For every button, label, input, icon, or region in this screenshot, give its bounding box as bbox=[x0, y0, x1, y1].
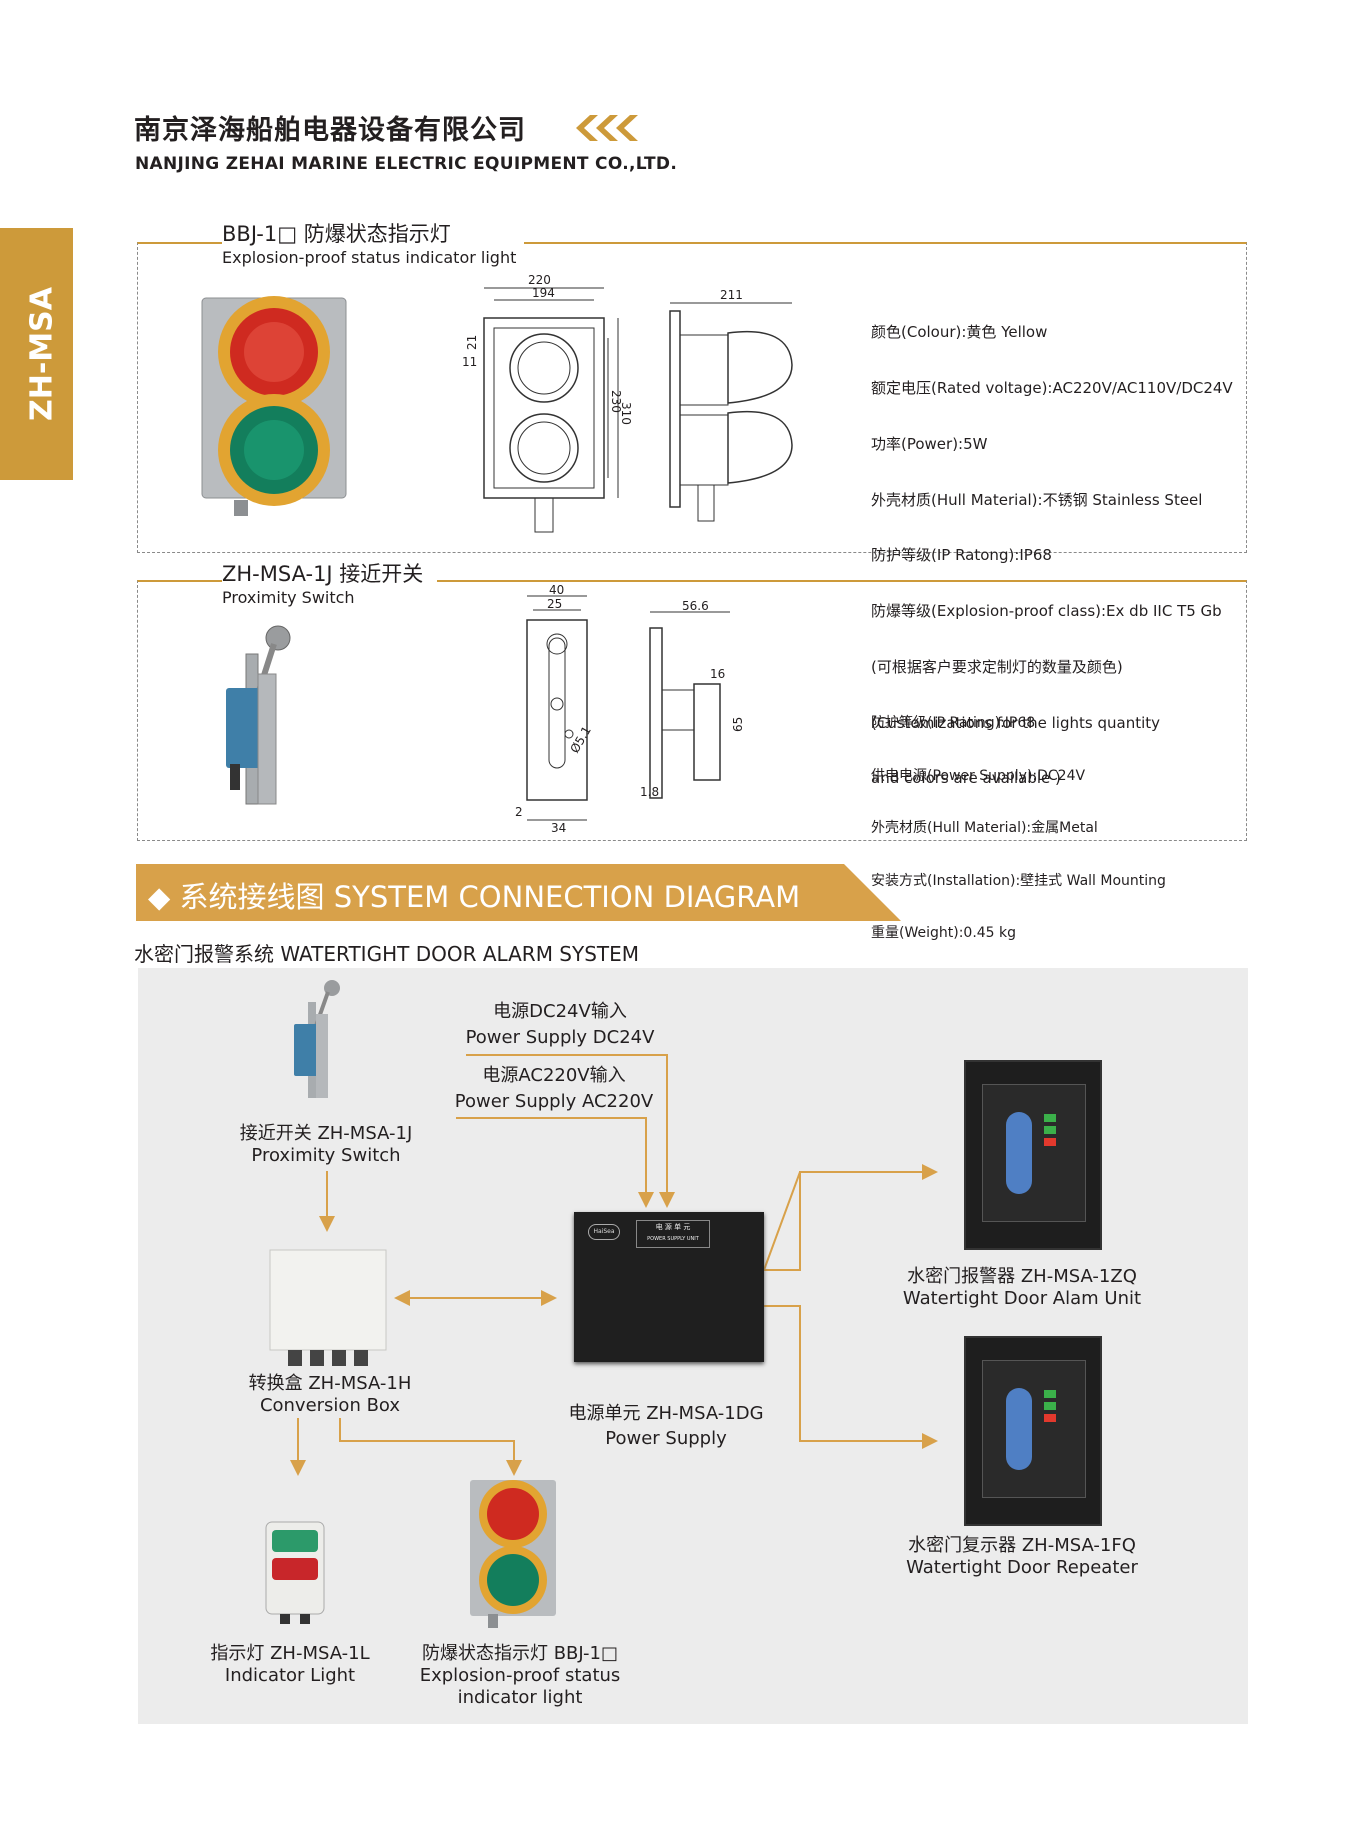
spec-line: 外壳材质(Hull Material):不锈钢 Stainless Steel bbox=[871, 490, 1203, 509]
power-ac-cn: 电源AC220V输入 bbox=[482, 1065, 626, 1086]
product-title-cn: ZH-MSA-1J 接近开关 bbox=[222, 558, 430, 588]
spec-line: 功率(Power):5W bbox=[871, 434, 988, 453]
repeater-image bbox=[964, 1336, 1102, 1526]
dim-11: 11 bbox=[462, 355, 477, 369]
spec-list-proximity-switch: 防护等级(IP Rating):IP68 供电电源(Power Supply):… bbox=[871, 680, 1166, 960]
dim-566: 56.6 bbox=[682, 600, 709, 613]
indicator-light-image bbox=[265, 1521, 325, 1624]
proximity-switch-photo bbox=[226, 625, 291, 805]
company-name-cn: 南京泽海船舶电器设备有限公司 bbox=[134, 115, 526, 146]
side-tab-title: ZH-MSA bbox=[24, 287, 60, 421]
dim-2: 2 bbox=[515, 805, 523, 819]
spec-line: (Customizations for the lights quantity bbox=[871, 713, 1161, 732]
conversion-en: Conversion Box bbox=[259, 1395, 401, 1416]
spec-line: 防护等级(IP Rating):IP68 bbox=[871, 715, 1036, 731]
spec-line: and colors are available ) bbox=[871, 769, 1061, 788]
product-title-en: Proximity Switch bbox=[222, 588, 355, 607]
indicator-side-drawing: 211 bbox=[669, 288, 793, 522]
spec-line: 防护等级(IP Ratong):IP68 bbox=[871, 546, 1052, 565]
dim-51: Ø5.1 bbox=[567, 724, 593, 756]
conversion-box-label: 转换盒 ZH-MSA-1H Conversion Box bbox=[230, 1373, 430, 1417]
dim-40: 40 bbox=[549, 584, 564, 597]
side-tab-subtitle-en: WATERTIGHT DOOR ALARM SYSTEM bbox=[29, 573, 37, 699]
section-banner: ◆ 系统接线图 SYSTEM CONNECTION DIAGRAM bbox=[136, 864, 901, 921]
conversion-box-image bbox=[269, 1249, 387, 1366]
exlight-en-2: indicator light bbox=[457, 1687, 583, 1708]
power-dc-label: 电源DC24V输入 Power Supply DC24V bbox=[460, 1001, 660, 1049]
proximity-switch-label: 接近开关 ZH-MSA-1J Proximity Switch bbox=[226, 1123, 426, 1167]
exlight-cn: 防爆状态指示灯 BBJ-1□ bbox=[421, 1643, 619, 1664]
product-title-cn: BBJ-1□ 防爆状态指示灯 bbox=[222, 218, 517, 248]
power-dc-en: Power Supply DC24V bbox=[465, 1027, 655, 1048]
dim-211: 211 bbox=[720, 288, 743, 302]
section-subtitle: 水密门报警系统 WATERTIGHT DOOR ALARM SYSTEM bbox=[134, 942, 640, 966]
spec-line: (可根据客户要求定制灯的数量及颜色) bbox=[871, 657, 1123, 676]
chevron-left-icon bbox=[576, 115, 638, 141]
side-tab: ZH-MSA 水密门报警系统 WATERTIGHT DOOR ALARM SYS… bbox=[0, 228, 73, 699]
side-tab-subtitle-cn: 水密门报警系统 bbox=[11, 590, 27, 682]
alarm-unit-image bbox=[964, 1060, 1102, 1250]
indicator-front-drawing: 220 194 21 11 310 230 bbox=[462, 273, 633, 533]
power-ac-label: 电源AC220V输入 Power Supply AC220V bbox=[454, 1065, 654, 1113]
dim-21: 21 bbox=[465, 335, 479, 350]
dim-194: 194 bbox=[532, 286, 555, 300]
indicator-cn: 指示灯 ZH-MSA-1L bbox=[210, 1643, 370, 1664]
explosion-proof-light-label: 防爆状态指示灯 BBJ-1□ Explosion-proof status in… bbox=[410, 1643, 630, 1709]
psu-cn: 电源单元 ZH-MSA-1DG bbox=[568, 1403, 764, 1424]
psu-nameplate-en: POWER SUPPLY UNIT bbox=[647, 1236, 699, 1242]
spec-line: 防爆等级(Explosion-proof class):Ex db IIC T5… bbox=[871, 602, 1222, 621]
company-name-en: NANJING ZEHAI MARINE ELECTRIC EQUIPMENT … bbox=[135, 154, 678, 174]
repeater-label: 水密门复示器 ZH-MSA-1FQ Watertight Door Repeat… bbox=[882, 1535, 1162, 1579]
repeater-cn: 水密门复示器 ZH-MSA-1FQ bbox=[908, 1535, 1136, 1556]
psu-en: Power Supply bbox=[605, 1428, 727, 1449]
dim-230: 230 bbox=[609, 390, 623, 413]
psu-nameplate-cn: 电 源 单 元 bbox=[655, 1223, 691, 1231]
product-title-en: Explosion-proof status indicator light bbox=[222, 248, 517, 267]
spec-line: 供电电源(Power Supply):DC24V bbox=[871, 767, 1086, 784]
explosion-proof-light-image bbox=[470, 1480, 556, 1628]
conversion-cn: 转换盒 ZH-MSA-1H bbox=[248, 1373, 412, 1394]
proximity-en: Proximity Switch bbox=[251, 1145, 401, 1166]
alarm-unit-label: 水密门报警器 ZH-MSA-1ZQ Watertight Door Alam U… bbox=[882, 1266, 1162, 1310]
spec-line: 颜色(Colour):黄色 Yellow bbox=[871, 323, 1048, 342]
repeater-en: Watertight Door Repeater bbox=[906, 1557, 1138, 1578]
dim-65: 65 bbox=[731, 717, 745, 732]
product-box-proximity-switch bbox=[137, 580, 1247, 841]
power-dc-cn: 电源DC24V输入 bbox=[493, 1001, 627, 1022]
alarm-cn: 水密门报警器 ZH-MSA-1ZQ bbox=[907, 1266, 1137, 1287]
spec-line: 安装方式(Installation):壁挂式 Wall Mounting bbox=[871, 872, 1166, 889]
dim-220: 220 bbox=[528, 273, 551, 287]
proximity-side-drawing: 56.6 16 65 1.8 bbox=[640, 600, 745, 799]
power-supply-unit-image: HaiSea 电 源 单 元 POWER SUPPLY UNIT bbox=[574, 1212, 764, 1362]
spec-line: 外壳材质(Hull Material):金属Metal bbox=[871, 820, 1098, 836]
alarm-en: Watertight Door Alam Unit bbox=[902, 1288, 1142, 1309]
dim-18: 1.8 bbox=[640, 785, 659, 799]
product-title-block: ZH-MSA-1J 接近开关 Proximity Switch bbox=[222, 558, 438, 607]
dim-34: 34 bbox=[551, 821, 566, 834]
spec-line: 额定电压(Rated voltage):AC220V/AC110V/DC24V bbox=[871, 378, 1233, 397]
proximity-switch-image bbox=[294, 980, 340, 1098]
dim-16: 16 bbox=[710, 667, 725, 681]
dim-310: 310 bbox=[619, 402, 633, 425]
product-box-indicator-light bbox=[137, 242, 1247, 553]
explosion-proof-light-photo bbox=[201, 296, 347, 516]
proximity-front-drawing: 40 25 Ø5.1 2 34 bbox=[515, 584, 594, 834]
spec-list-indicator-light: 颜色(Colour):黄色 Yellow 额定电压(Rated voltage)… bbox=[871, 286, 1233, 807]
indicator-en: Indicator Light bbox=[224, 1665, 356, 1686]
dim-25: 25 bbox=[547, 597, 562, 611]
power-supply-label: 电源单元 ZH-MSA-1DG Power Supply bbox=[566, 1403, 766, 1450]
product-title-block: BBJ-1□ 防爆状态指示灯 Explosion-proof status in… bbox=[222, 218, 525, 267]
section-banner-title: ◆ 系统接线图 SYSTEM CONNECTION DIAGRAM bbox=[148, 880, 801, 914]
exlight-en-1: Explosion-proof status bbox=[419, 1665, 621, 1686]
spec-line: 重量(Weight):0.45 kg bbox=[871, 925, 1017, 941]
haisea-logo: HaiSea bbox=[588, 1224, 620, 1240]
indicator-light-label: 指示灯 ZH-MSA-1L Indicator Light bbox=[190, 1643, 390, 1687]
proximity-cn: 接近开关 ZH-MSA-1J bbox=[239, 1123, 413, 1144]
power-ac-en: Power Supply AC220V bbox=[454, 1091, 654, 1112]
psu-nameplate: 电 源 单 元 POWER SUPPLY UNIT bbox=[636, 1220, 710, 1248]
